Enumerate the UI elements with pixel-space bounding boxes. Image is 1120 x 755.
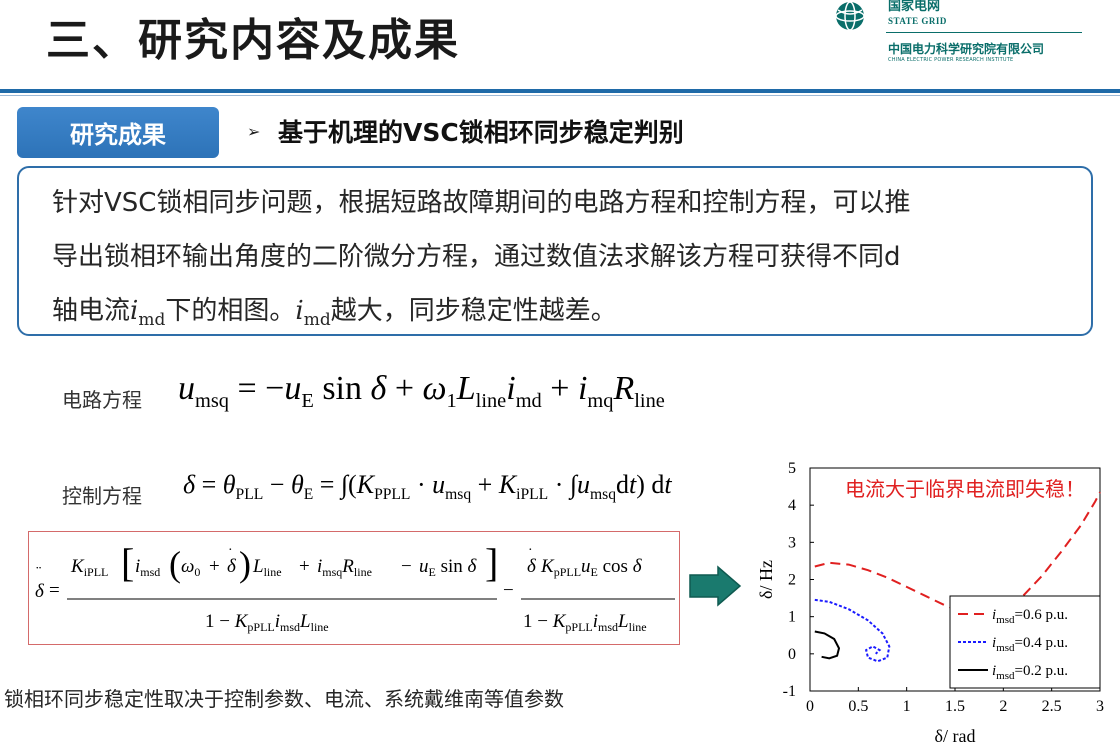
control-equation: δ = θPLL − θE = ∫(KPPLL · umsq + KiPLL ·… bbox=[183, 470, 672, 504]
svg-text:1 − KpPLLimsdLline: 1 − KpPLLimsdLline bbox=[523, 611, 647, 634]
svg-text:ω0: ω0 bbox=[181, 556, 200, 579]
svg-text:uE sin δ: uE sin δ bbox=[419, 556, 478, 579]
header-divider bbox=[0, 89, 1120, 93]
svg-text:1 − KpPLLimsdLline: 1 − KpPLLimsdLline bbox=[205, 611, 329, 634]
svg-text:(: ( bbox=[169, 544, 181, 584]
chart-svg: 0 0.5 1 1.5 2 2.5 3 -1 0 1 2 3 4 5 δ/ rad δ/ Hz 电流大于临界电… bbox=[756, 460, 1104, 746]
svg-text:·: · bbox=[528, 543, 533, 558]
svg-text:KpPLLuE cos δ: KpPLLuE cos δ bbox=[540, 556, 643, 579]
description-line-2: 导出锁相环输出角度的二阶微分方程，通过数值法求解该方程可获得不同d bbox=[52, 242, 901, 272]
legend-label-1: imsd=0.4 p.u. bbox=[992, 635, 1068, 654]
right-arrow-icon bbox=[689, 565, 742, 607]
svg-text:KiPLL: KiPLL bbox=[70, 556, 108, 579]
x-tick-label: 3 bbox=[1096, 698, 1104, 715]
svg-text:imsd: imsd bbox=[135, 556, 160, 579]
x-tick-label: 2.5 bbox=[1042, 698, 1062, 715]
section-subtitle: 基于机理的VSC锁相环同步稳定判别 bbox=[278, 118, 684, 147]
logo-divider bbox=[886, 32, 1082, 33]
description-text-b: 下的相图。 bbox=[165, 296, 296, 326]
control-equation-label: 控制方程 bbox=[62, 484, 142, 508]
svg-text:−: − bbox=[503, 580, 514, 601]
svg-text:+: + bbox=[209, 556, 220, 577]
x-axis-label: δ/ rad bbox=[935, 726, 976, 746]
variable-imd: imd bbox=[130, 296, 166, 331]
y-tick-label: 4 bbox=[788, 497, 796, 514]
differential-equation: δ ¨ = KiPLL [ imsd ( ω0 + δ · ) Lline + … bbox=[35, 540, 675, 634]
svg-text:=: = bbox=[49, 580, 60, 601]
svg-text:+: + bbox=[299, 556, 310, 577]
description-box: 针对VSC锁相同步问题，根据短路故障期间的电路方程和控制方程，可以推 导出锁相环… bbox=[17, 166, 1093, 336]
logo-institute-en: CHINA ELECTRIC POWER RESEARCH INSTITUTE bbox=[888, 57, 1014, 63]
svg-text:Lline: Lline bbox=[252, 556, 282, 579]
y-tick-label: 5 bbox=[788, 460, 796, 477]
bullet-arrow-icon: ➢ bbox=[247, 122, 261, 141]
description-line-3: 轴电流imd下的相图。imd越大，同步稳定性越差。 bbox=[52, 290, 617, 330]
svg-text:·: · bbox=[228, 543, 233, 558]
x-tick-label: 0 bbox=[806, 698, 814, 715]
y-tick-label: 0 bbox=[788, 646, 796, 663]
conclusion-text: 锁相环同步稳定性取决于控制参数、电流、系统戴维南等值参数 bbox=[4, 687, 564, 711]
globe-logo-icon bbox=[835, 1, 865, 31]
svg-text:δ: δ bbox=[35, 581, 45, 602]
y-tick-label: 1 bbox=[788, 609, 796, 626]
y-tick-label: 2 bbox=[788, 572, 796, 589]
description-text-c: 越大，同步稳定性越差。 bbox=[330, 296, 617, 326]
logo-brand-en: STATE GRID bbox=[888, 16, 947, 26]
logo-brand-cn: 国家电网 bbox=[888, 0, 941, 14]
chart-annotation: 电流大于临界电流即失稳！ bbox=[845, 478, 1085, 501]
logo-institute-cn: 中国电力科学研究院有限公司 bbox=[888, 42, 1045, 56]
page-title: 三、研究内容及成果 bbox=[46, 15, 460, 66]
description-line-1: 针对VSC锁相同步问题，根据短路故障期间的电路方程和控制方程，可以推 bbox=[52, 188, 911, 218]
svg-text:]: ] bbox=[485, 540, 498, 585]
svg-text:¨: ¨ bbox=[36, 564, 41, 581]
x-tick-label: 0.5 bbox=[848, 698, 868, 715]
legend-label-2: imsd=0.2 p.u. bbox=[992, 663, 1068, 682]
svg-text:): ) bbox=[239, 544, 251, 584]
svg-text:δ: δ bbox=[227, 556, 237, 577]
x-tick-label: 1.5 bbox=[945, 698, 965, 715]
header-divider-thin bbox=[0, 95, 1120, 96]
y-tick-label: -1 bbox=[783, 683, 796, 700]
x-tick-label: 2 bbox=[999, 698, 1007, 715]
legend-label-0: imsd=0.6 p.u. bbox=[992, 607, 1068, 626]
differential-equation-box: δ ¨ = KiPLL [ imsd ( ω0 + δ · ) Lline + … bbox=[28, 531, 680, 645]
phase-portrait-chart: 0 0.5 1 1.5 2 2.5 3 -1 0 1 2 3 4 5 δ/ rad δ/ Hz 电流大于临界电… bbox=[750, 450, 1120, 755]
svg-text:imsqRline: imsqRline bbox=[317, 556, 372, 579]
svg-text:−: − bbox=[401, 556, 412, 577]
x-tick-label: 1 bbox=[903, 698, 911, 715]
variable-imd-2: imd bbox=[295, 296, 331, 331]
y-tick-label: 3 bbox=[788, 534, 796, 551]
section-tag: 研究成果 bbox=[17, 107, 219, 158]
circuit-equation: umsq = −uE sin δ + ω1Llineimd + imqRline bbox=[178, 370, 665, 412]
series-line-1 bbox=[814, 598, 891, 663]
state-grid-logo: 国家电网 STATE GRID 中国电力科学研究院有限公司 CHINA ELEC… bbox=[834, 0, 1094, 70]
circuit-equation-label: 电路方程 bbox=[62, 388, 142, 412]
svg-text:δ: δ bbox=[527, 556, 537, 577]
series-line-2 bbox=[814, 630, 841, 660]
description-text-a: 轴电流 bbox=[52, 296, 131, 326]
svg-text:[: [ bbox=[121, 540, 134, 585]
y-axis-label: δ/ Hz bbox=[756, 560, 776, 599]
